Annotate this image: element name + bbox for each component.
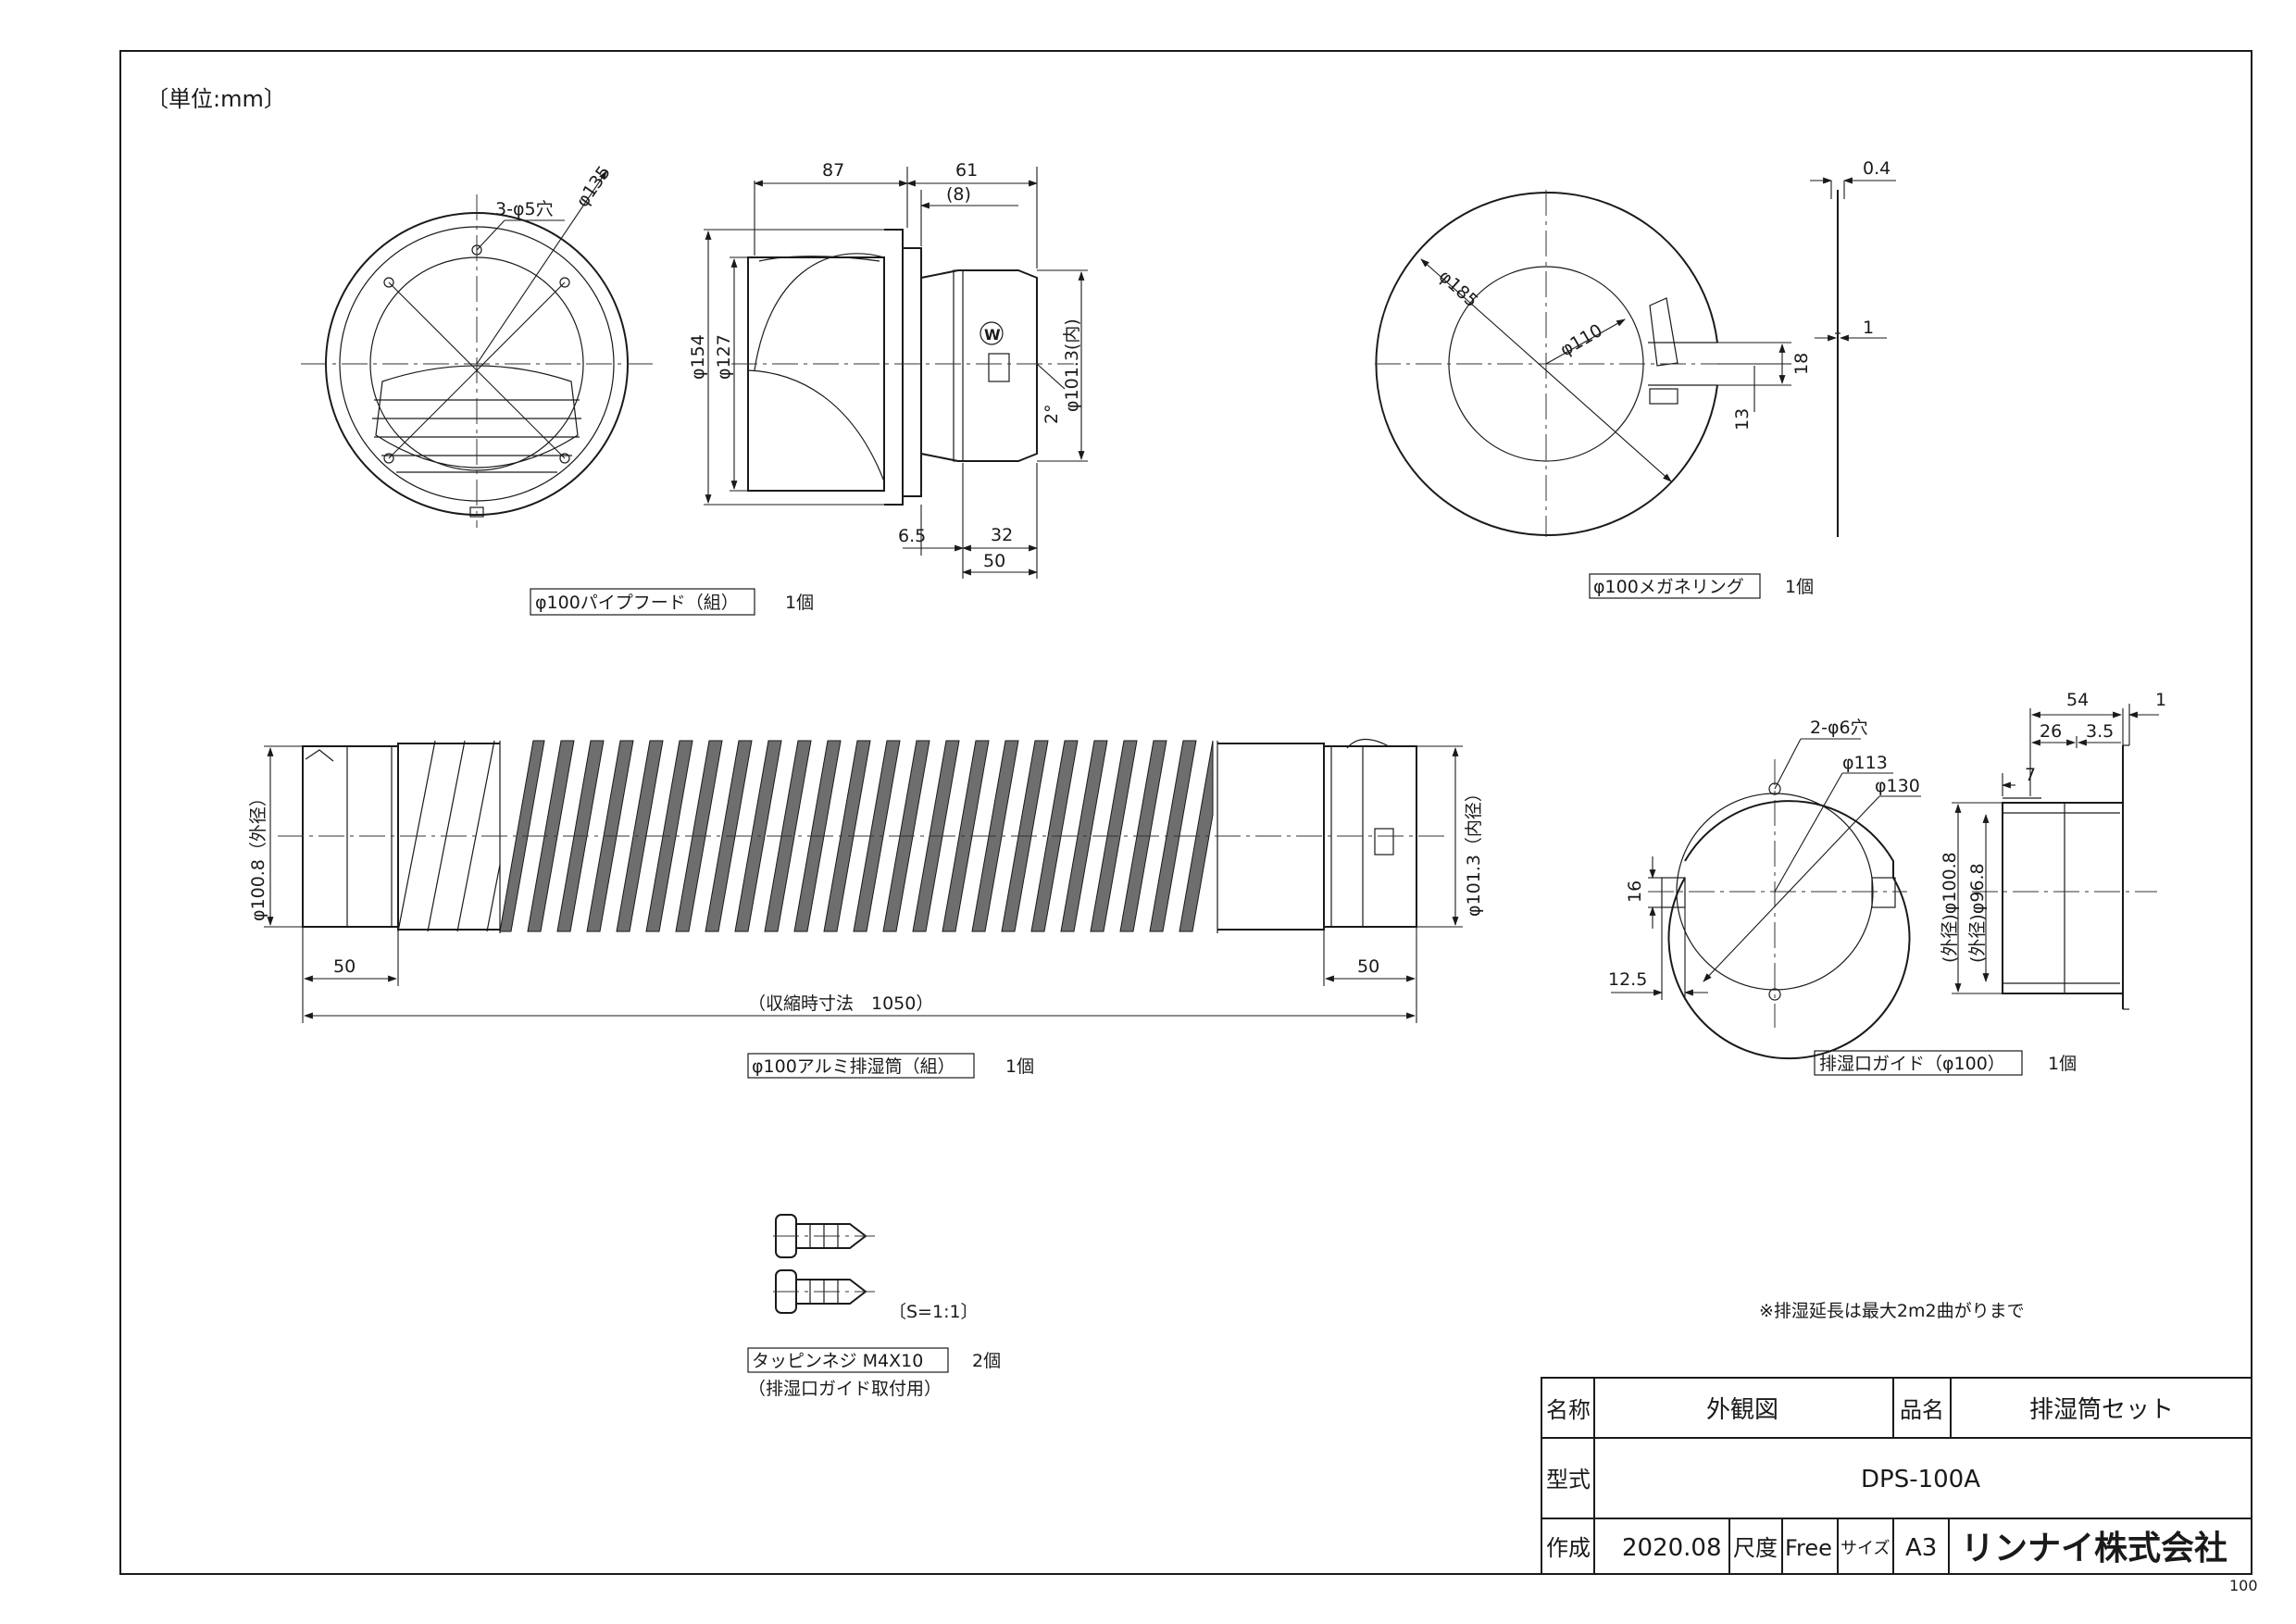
guide-w12-5-label: 12.5 <box>1608 969 1647 990</box>
pipe-hood-caption-box <box>530 588 755 616</box>
guide-holes-label: 2-φ6穴 <box>1810 718 1868 738</box>
guide-w3-5-label: 3.5 <box>2086 721 2114 742</box>
ring-d185-label: φ185 <box>1435 266 1482 311</box>
outlet-guide-side-view <box>1952 704 2159 1010</box>
guide-w1-label: 1 <box>2155 690 2166 710</box>
sheet-border <box>119 50 2252 1575</box>
guide-w26-label: 26 <box>2040 721 2062 742</box>
megane-ring-front-view <box>1375 190 1791 537</box>
tb-model-value: DPS-100A <box>1861 1466 1980 1493</box>
screw-qty: 2個 <box>972 1351 1001 1371</box>
tb-product-label: 品名 <box>1900 1397 1944 1423</box>
extension-note: ※排湿延長は最大2m2曲がりまで <box>1759 1301 2025 1321</box>
alu-duct-qty: 1個 <box>1005 1056 1034 1077</box>
outlet-guide-caption: 排湿口ガイド（φ100） <box>1819 1054 2005 1074</box>
tb-company: リンナイ株式会社 <box>1961 1530 2227 1568</box>
hood-w6-5-label: 6.5 <box>898 526 926 546</box>
hood-w87-label: 87 <box>822 160 844 181</box>
ring-h18-label: 18 <box>1791 353 1812 375</box>
tb-made-label: 作成 <box>1546 1535 1591 1561</box>
duct-length-label: （収縮時寸法 1050） <box>748 993 933 1014</box>
hood-w8-label: (8) <box>946 184 971 205</box>
megane-ring-side-view <box>1810 177 1896 537</box>
svg-text:W: W <box>984 326 1001 344</box>
tb-product-value: 排湿筒セット <box>2029 1396 2174 1424</box>
ring-t1-label: 1 <box>1863 318 1874 338</box>
pipe-hood-side-view: W <box>704 167 1088 579</box>
hood-w61-label: 61 <box>955 160 978 181</box>
duct-inner-label: φ101.3（内径） <box>1464 784 1484 917</box>
alu-duct-caption: φ100アルミ排湿筒（組） <box>752 1056 955 1077</box>
guide-d113-label: φ113 <box>1842 753 1888 773</box>
tb-model-label: 型式 <box>1546 1467 1591 1493</box>
outlet-guide-caption-box <box>1814 1050 2023 1076</box>
screw-caption-box <box>747 1347 949 1373</box>
tb-scale-label: 尺度 <box>1733 1535 1778 1561</box>
hood-d135-label: φ135 <box>572 162 615 211</box>
megane-ring-caption: φ100メガネリング <box>1593 577 1744 597</box>
pipe-hood-qty: 1個 <box>785 593 814 613</box>
alu-duct-caption-box <box>747 1053 975 1079</box>
pipe-hood-caption: φ100パイプフード（組） <box>535 593 739 613</box>
guide-outer-label: (外径)φ100.8 <box>1940 852 1960 963</box>
unit-note: 〔単位:mm〕 <box>146 86 286 112</box>
guide-d130-label: φ130 <box>1875 776 1920 796</box>
guide-h16-label: 16 <box>1625 881 1645 903</box>
tb-name-value: 外観図 <box>1706 1396 1778 1424</box>
hood-d127-label: φ127 <box>714 334 734 380</box>
ring-t0-4-label: 0.4 <box>1863 158 1890 179</box>
tapping-screws <box>773 1214 875 1314</box>
hood-holes-label: 3-φ5穴 <box>495 199 554 219</box>
alu-duct-view <box>264 738 1463 1023</box>
tb-name-label: 名称 <box>1546 1397 1591 1423</box>
tb-size-label: サイズ <box>1841 1539 1890 1558</box>
duct-left50-label: 50 <box>333 956 356 977</box>
hood-w50-label: 50 <box>983 551 1005 571</box>
pipe-hood-front-view <box>301 170 653 528</box>
page-number: 100 <box>2229 1577 2258 1594</box>
outlet-guide-front-view <box>1611 738 1921 1060</box>
guide-inner-label: (外径)φ96.8 <box>1967 863 1988 963</box>
ring-h13-label: 13 <box>1732 408 1753 431</box>
ring-d110-label: φ110 <box>1557 320 1606 360</box>
guide-w54-label: 54 <box>2066 690 2089 710</box>
hood-angle-label: 2° <box>1042 404 1062 424</box>
guide-w7-label: 7 <box>2025 765 2036 785</box>
duct-outer-label: φ100.8（外径） <box>248 789 268 921</box>
hood-w32-label: 32 <box>991 525 1013 545</box>
megane-ring-qty: 1個 <box>1785 577 1814 597</box>
screw-caption: タッピンネジ M4X10 <box>752 1351 923 1371</box>
tb-size-value: A3 <box>1905 1534 1937 1562</box>
title-block <box>1541 1377 2252 1575</box>
tb-scale-value: Free <box>1785 1535 1832 1561</box>
hood-d101-label: φ101.3(内) <box>1062 319 1082 412</box>
screw-scale: 〔S=1:1〕 <box>889 1302 979 1322</box>
hood-d154-label: φ154 <box>688 334 708 380</box>
screw-usage: （排湿口ガイド取付用） <box>748 1379 942 1399</box>
duct-right50-label: 50 <box>1357 956 1379 977</box>
outlet-guide-qty: 1個 <box>2048 1054 2077 1074</box>
tb-made-value: 2020.08 <box>1622 1534 1722 1562</box>
megane-ring-caption-box <box>1589 573 1761 599</box>
